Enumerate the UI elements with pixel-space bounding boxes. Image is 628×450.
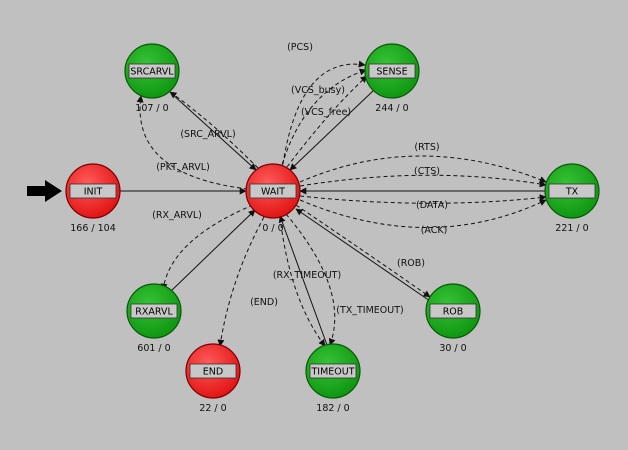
- state-rxarvl[interactable]: RXARVL 601 / 0: [126, 283, 182, 354]
- transition-label: (PKT_ARVL): [156, 162, 210, 173]
- transition-wait-to-srcarvl[interactable]: [169, 91, 259, 169]
- state-name: INIT: [84, 187, 103, 198]
- transition-rxarvl-to-wait[interactable]: [169, 209, 256, 293]
- state-name: SENSE: [376, 67, 407, 78]
- state-name: RXARVL: [135, 307, 173, 318]
- state-sense[interactable]: SENSE 244 / 0: [364, 43, 420, 114]
- transition-label: (VCS_busy): [291, 85, 345, 96]
- state-tx[interactable]: TX 221 / 0: [544, 163, 600, 234]
- transition-wait-to-tx[interactable]: [299, 174, 547, 188]
- state-name: WAIT: [261, 187, 285, 198]
- state-end[interactable]: END 22 / 0: [185, 343, 241, 414]
- transition-label: (ACK): [421, 225, 448, 236]
- state-name: TIMEOUT: [310, 367, 354, 378]
- state-count: 221 / 0: [555, 223, 588, 234]
- transition-label: (TX_TIMEOUT): [336, 305, 404, 316]
- transition-wait-to-end[interactable]: [217, 216, 265, 347]
- state-count: 182 / 0: [316, 403, 349, 414]
- transition-srcarvl-to-wait[interactable]: [171, 93, 257, 171]
- transition-wait-to-sense[interactable]: [282, 60, 366, 165]
- state-name-box: [69, 183, 117, 199]
- state-name-box: [128, 63, 176, 79]
- state-count: 22 / 0: [199, 403, 226, 414]
- state-name: ROB: [443, 307, 464, 318]
- state-count: 244 / 0: [375, 103, 408, 114]
- state-name-box: [249, 183, 297, 199]
- state-name-box: [368, 63, 416, 79]
- transition-label: (SRC_ARVL): [180, 129, 235, 140]
- transition-wait-to-sense[interactable]: [286, 75, 368, 168]
- state-name-box: [130, 303, 178, 319]
- transition-sense-to-wait[interactable]: [289, 89, 375, 171]
- transition-label: (RTS): [414, 142, 439, 153]
- transition-label: (CTS): [414, 166, 440, 177]
- transition-label: (END): [250, 297, 278, 308]
- state-srcarvl[interactable]: SRCARVL 107 / 0: [124, 43, 180, 114]
- state-name-box: [309, 363, 357, 379]
- transition-wait-to-timeout[interactable]: [285, 213, 336, 346]
- transition-wait-to-sense[interactable]: [281, 68, 367, 166]
- transition-label: (DATA): [416, 200, 448, 211]
- state-count: 0 / 0: [262, 223, 283, 234]
- state-name: END: [203, 367, 223, 378]
- state-name: SRCARVL: [130, 67, 174, 78]
- transition-label: (ROB): [397, 258, 425, 269]
- transition-wait-to-tx[interactable]: [299, 194, 547, 204]
- state-name-box: [429, 303, 477, 319]
- state-rob[interactable]: ROB 30 / 0: [425, 283, 481, 354]
- transition-label: (VCS_free): [301, 107, 351, 118]
- initial-state-arrow: [27, 180, 62, 202]
- transition-label: (RX_TIMEOUT): [273, 270, 341, 281]
- state-name: TX: [565, 187, 579, 198]
- transition-timeout-to-wait[interactable]: [278, 215, 328, 346]
- state-name-box: [548, 183, 596, 199]
- transition-wait-to-tx[interactable]: [299, 199, 547, 228]
- transition-wait-to-tx[interactable]: [299, 155, 547, 183]
- transition-wait-to-timeout[interactable]: [279, 216, 326, 347]
- transition-wait-to-rob[interactable]: [295, 204, 431, 298]
- state-count: 166 / 104: [70, 223, 116, 234]
- state-count: 107 / 0: [135, 103, 168, 114]
- transition-wait-to-srcarvl[interactable]: [136, 95, 249, 190]
- state-count: 601 / 0: [137, 343, 170, 354]
- state-count: 30 / 0: [439, 343, 466, 354]
- transition-rob-to-wait[interactable]: [295, 208, 431, 302]
- state-timeout[interactable]: TIMEOUT 182 / 0: [305, 343, 361, 414]
- transition-label: (PCS): [287, 42, 313, 53]
- state-name-box: [189, 363, 237, 379]
- state-wait[interactable]: WAIT 0 / 0: [245, 163, 301, 234]
- transition-label: (RX_ARVL): [152, 210, 202, 221]
- state-init[interactable]: INIT 166 / 104: [65, 163, 121, 234]
